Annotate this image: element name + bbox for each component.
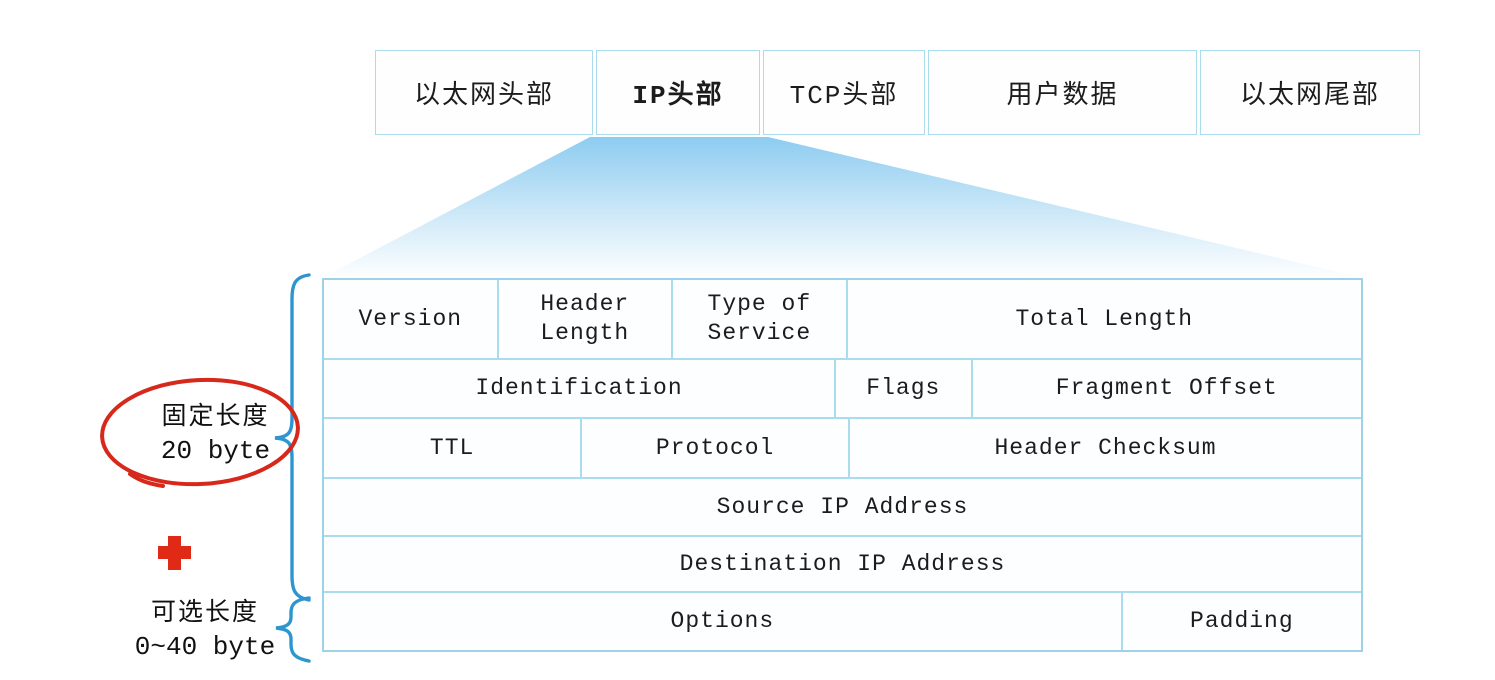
plus-icon (158, 536, 191, 570)
fixed-length-ellipse-overlap (128, 472, 165, 488)
fixed-length-label: 固定长度 20 byte (118, 402, 313, 468)
ip-field-version: Version (358, 305, 463, 332)
fixed-length-ellipse (100, 377, 300, 487)
ip-header-row: Destination IP Address (324, 535, 1361, 591)
frame-cell-ethernet-trailer: 以太网尾部 (1200, 50, 1420, 135)
fixed-length-bytes: 20 byte (160, 435, 271, 466)
optional-length-label: 可选长度 0~40 byte (110, 598, 300, 664)
ip-field-identification: Identification (475, 374, 683, 401)
ip-field-header-length: Header Length (496, 280, 672, 358)
frame-cell-ip-header: IP头部 (596, 50, 760, 135)
ip-header-row: Source IP Address (324, 477, 1361, 535)
frame-cell-tcp-header: TCP头部 (763, 50, 925, 135)
optional-length-text: 可选长度 (150, 599, 259, 628)
frame-cell-ethernet-header: 以太网头部 (375, 50, 593, 135)
funnel-shape (322, 137, 1363, 278)
ip-field-header-checksum: Header Checksum (848, 418, 1361, 478)
frame-cell-user-data: 用户数据 (928, 50, 1197, 135)
ip-field-padding: Padding (1120, 593, 1361, 651)
optional-length-brace (275, 596, 311, 663)
ip-header-row: Options Padding (324, 591, 1361, 651)
ip-field-total-length: Total Length (845, 280, 1361, 358)
ip-field-flags: Flags (834, 359, 971, 417)
ip-field-fragment-offset: Fragment Offset (970, 359, 1361, 417)
fixed-length-brace (274, 273, 311, 602)
ip-field-ttl: TTL (429, 434, 475, 461)
fixed-length-text: 固定长度 (161, 403, 270, 432)
ip-field-options: Options (670, 608, 775, 635)
ip-field-source-ip-address: Source IP Address (716, 494, 969, 521)
ip-field-type-of-service: Type of Service (671, 280, 846, 358)
optional-length-bytes: 0~40 byte (134, 631, 276, 662)
ip-field-destination-ip-address: Destination IP Address (679, 550, 1006, 577)
ip-field-protocol: Protocol (580, 418, 848, 478)
